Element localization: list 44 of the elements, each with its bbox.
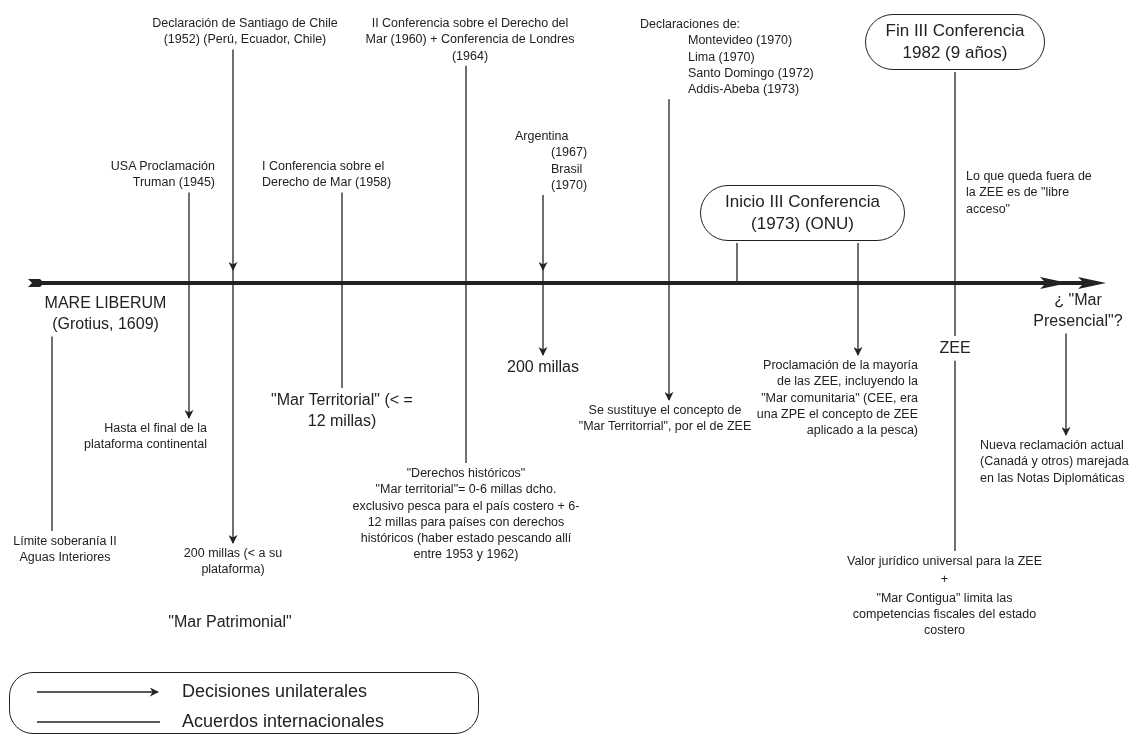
- conference-box: Inicio III Conferencia (1973) (ONU): [700, 185, 905, 241]
- connector-line: [465, 65, 467, 464]
- arrow: [664, 98, 674, 401]
- event-label: Argentina (1967) Brasil (1970): [515, 128, 588, 193]
- note-text: Valor jurídico universal para la ZEE: [846, 553, 1043, 570]
- arrow: [853, 242, 863, 356]
- event-label: ¿ "Mar Presencial"?: [1022, 290, 1134, 332]
- note-text: +: [939, 571, 950, 588]
- note-text: Lo que queda fuera de la ZEE es de "libre acceso": [966, 168, 1093, 217]
- event-label: Declaración de Santiago de Chile (1952) (Perú, Ecuador, Chile): [145, 15, 345, 48]
- concept-label: ZEE: [930, 338, 980, 359]
- event-label: USA Proclamación Truman (1945): [80, 158, 215, 191]
- event-label: II Conferencia sobre el Derecho del Mar (1960) + Conferencia de Londres (1964): [360, 15, 580, 64]
- note-text: "Derechos históricos": [405, 465, 527, 482]
- note-text: Montevideo (1970): [688, 32, 794, 49]
- event-label: I Conferencia sobre el Derecho de Mar (1958): [262, 158, 432, 191]
- note-text: Se sustituye el concepto de "Mar Territorrial", por el de ZEE: [575, 402, 755, 435]
- legend-text: Acuerdos internacionales: [182, 710, 385, 733]
- note-text: Hasta el final de la plataforma continental: [70, 420, 207, 453]
- concept-label: "Mar Territorial" (< = 12 millas): [262, 390, 422, 432]
- note-text: "Mar Contigua" limita las competencias fiscales del estado costero: [851, 589, 1038, 639]
- note-text: Límite soberanía II Aguas Interiores: [5, 533, 125, 566]
- arrow: [184, 191, 194, 419]
- concept-label: "Mar Patrimonial": [167, 612, 293, 632]
- connector-line: [341, 191, 343, 389]
- connector-line: [51, 335, 53, 532]
- concept-label: 200 millas: [498, 357, 588, 378]
- event-label: MARE LIBERUM (Grotius, 1609): [28, 293, 183, 335]
- note-text: "Mar territorial"= 0-6 millas dcho. exclusivo pesca para el país costero + 6-12 millas para países con derechos históricos (haber estado pescando allí entre 1953 y 1962): [351, 481, 581, 563]
- note-text: Nueva reclamación actual (Canadá y otros) marejada en las Notas Diplomáticas: [980, 437, 1135, 486]
- connector-line: [954, 360, 956, 552]
- connector-line: [954, 71, 956, 337]
- conference-box: Fin III Conferencia 1982 (9 años): [865, 14, 1045, 70]
- note-text: Addis-Abeba (1973): [688, 81, 801, 98]
- arrow: [1061, 332, 1071, 436]
- note-text: Santo Domingo (1972): [688, 64, 815, 81]
- connector-line: [736, 242, 738, 284]
- legend-text: Decisiones unilaterales: [182, 680, 368, 703]
- note-text: Lima (1970): [688, 48, 756, 65]
- heading-text: Declaraciones de:: [640, 16, 742, 33]
- note-text: Proclamación de la mayoría de las ZEE, incluyendo la "Mar comunitaria" (CEE, era una ZPE el concepto de ZEE aplicado a la pesca): [756, 357, 918, 439]
- arrow: [539, 194, 548, 356]
- arrow: [229, 48, 238, 544]
- note-text: 200 millas (< a su plataforma): [158, 545, 308, 578]
